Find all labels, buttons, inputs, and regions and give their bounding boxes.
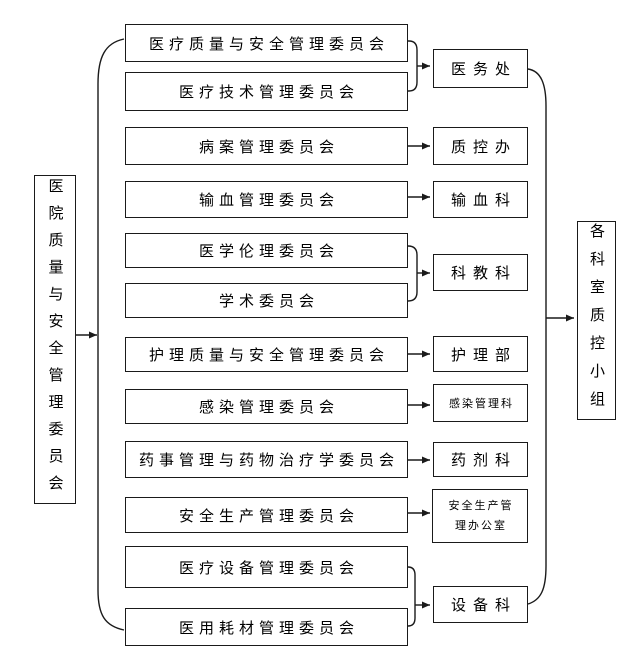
- bracket-science-education: [407, 245, 418, 302]
- committee-label: 医疗设备管理委员会: [178, 560, 359, 577]
- committee-box-academic: 学术委员会: [125, 283, 408, 318]
- dept-box-work-safety-office: 安全生产管 理办公室: [432, 489, 528, 543]
- committee-label: 病案管理委员会: [198, 139, 339, 156]
- root-committee-label: 医院质量与安全管理委员会: [46, 177, 63, 502]
- committee-label: 医疗技术管理委员会: [178, 85, 359, 101]
- committee-label: 输血管理委员会: [198, 193, 339, 209]
- committee-label: 感染管理委员会: [198, 400, 339, 416]
- dept-label-line2: 理办公室: [455, 520, 507, 532]
- dept-box-science-education: 科教科: [433, 254, 528, 291]
- dept-label: 医务处: [450, 62, 517, 78]
- committee-label: 学术委员会: [218, 294, 319, 310]
- sink-qc-groups-label: 各科室质控小组: [588, 222, 604, 419]
- committee-label: 药事管理与药物治疗学委员会: [138, 453, 399, 469]
- committee-box-infection-management: 感染管理委员会: [125, 389, 408, 424]
- dept-box-blood-transfusion: 输血科: [433, 181, 528, 218]
- sink-qc-groups-box: 各科室质控小组: [577, 221, 616, 420]
- dept-label: 护理部: [450, 347, 517, 364]
- right-span-bracket: [527, 68, 547, 605]
- dept-label: 质控办: [450, 139, 517, 156]
- committee-box-medical-quality-safety: 医疗质量与安全管理委员会: [125, 24, 408, 62]
- committee-box-nursing-quality-safety: 护理质量与安全管理委员会: [125, 337, 408, 372]
- committee-box-medical-ethics: 医学伦理委员会: [125, 233, 408, 268]
- committee-label: 安全生产管理委员会: [178, 508, 359, 525]
- bracket-equipment: [407, 566, 416, 627]
- dept-label: 药剂科: [450, 453, 517, 469]
- committee-label: 医疗质量与安全管理委员会: [148, 36, 389, 53]
- dept-label-line1: 安全生产管: [448, 500, 514, 512]
- dept-box-nursing: 护理部: [433, 336, 528, 372]
- dept-label: 科教科: [450, 266, 517, 282]
- dept-box-equipment: 设备科: [433, 586, 528, 623]
- dept-label: 感染管理科: [449, 398, 514, 410]
- committee-label: 护理质量与安全管理委员会: [148, 348, 389, 364]
- committee-box-blood-transfusion: 输血管理委员会: [125, 181, 408, 218]
- dept-label: 设备科: [450, 598, 517, 614]
- bracket-medical-affairs: [408, 40, 418, 92]
- dept-box-infection-control: 感染管理科: [433, 384, 528, 422]
- committee-box-medical-equipment: 医疗设备管理委员会: [125, 546, 408, 588]
- dept-box-pharmacy: 药剂科: [433, 442, 528, 477]
- committee-box-medical-technology: 医疗技术管理委员会: [125, 72, 408, 111]
- left-span-bracket: [97, 38, 125, 631]
- committee-box-pharmacy-therapeutics: 药事管理与药物治疗学委员会: [125, 441, 408, 478]
- root-committee-box: 医院质量与安全管理委员会: [34, 175, 76, 504]
- committee-label: 医学伦理委员会: [198, 244, 339, 260]
- dept-box-quality-control-office: 质控办: [433, 127, 528, 165]
- committee-label: 医用耗材管理委员会: [178, 620, 359, 637]
- committee-box-work-safety: 安全生产管理委员会: [125, 497, 408, 533]
- committee-box-medical-records: 病案管理委员会: [125, 127, 408, 165]
- committee-box-medical-consumables: 医用耗材管理委员会: [125, 608, 408, 646]
- dept-label: 输血科: [450, 193, 517, 209]
- dept-box-medical-affairs-office: 医务处: [433, 49, 528, 88]
